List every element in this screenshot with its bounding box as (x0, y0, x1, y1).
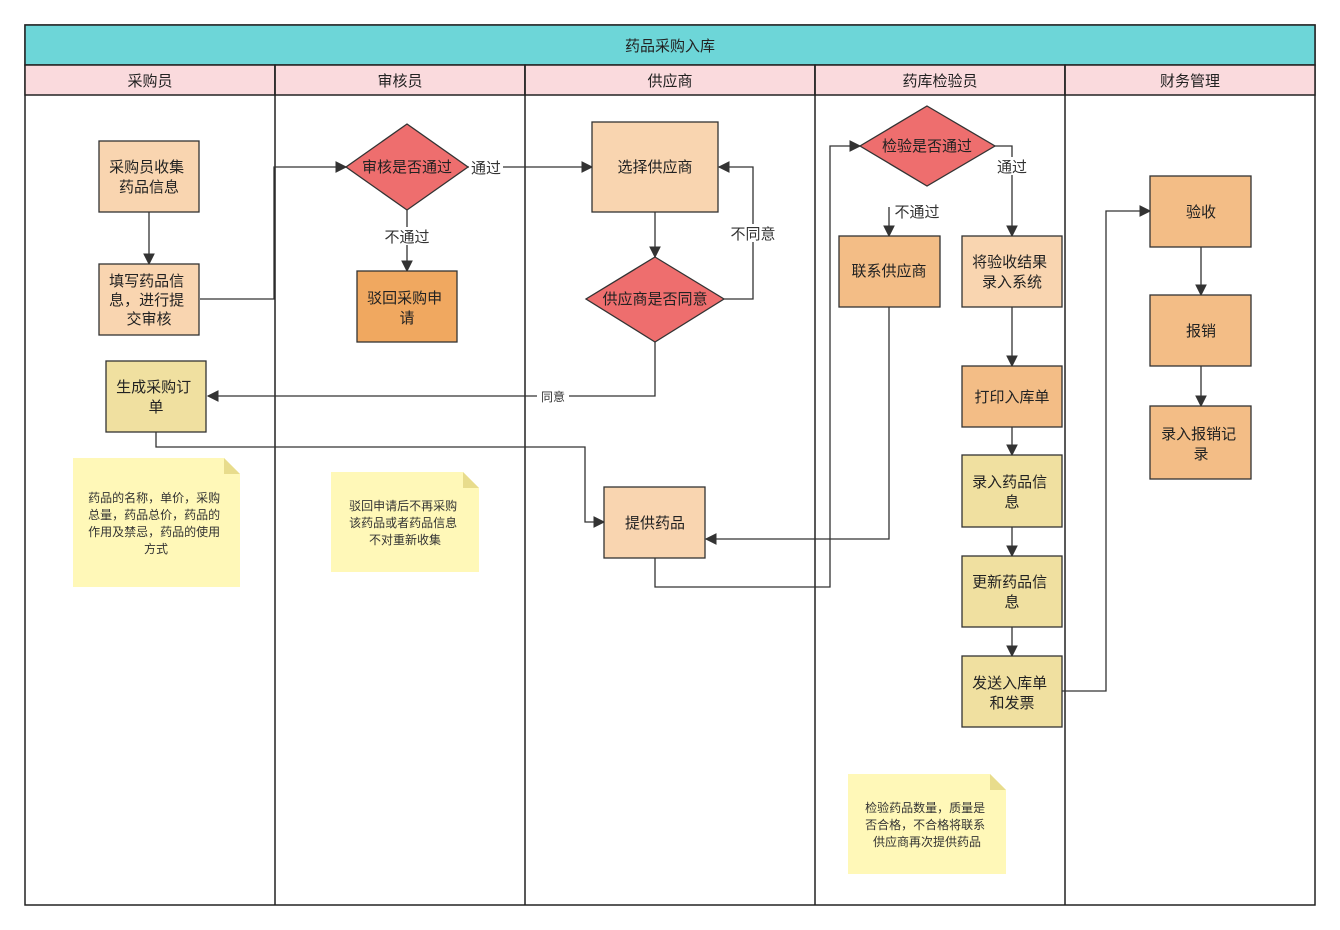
connectors (143, 140, 1207, 692)
node-print-receipt: 打印入库单 (961, 365, 1063, 428)
lane-header-bg-3 (524, 64, 816, 96)
svg-text:供应商是否同意: 供应商是否同意 (602, 290, 707, 308)
edge-label-bg (537, 388, 569, 404)
lane-header-supplier: 供应商 (647, 72, 692, 90)
svg-text:更新药品信 息: 更新药品信 息 (972, 573, 1052, 611)
label-supplier-agree: 同意 (541, 389, 565, 404)
lane-dividers (274, 65, 1066, 905)
decision-review: 审核是否通过 (344, 123, 470, 211)
label-review-fail: 不通过 (384, 228, 429, 246)
node-acceptance: 验收 (1149, 175, 1252, 248)
edge-inspect-enter (995, 145, 1018, 238)
label-review-pass: 通过 (471, 159, 501, 177)
lane-header-finance: 财务管理 (1160, 72, 1220, 90)
edge-label-bg (727, 224, 779, 242)
svg-text:录入药品信 息: 录入药品信 息 (972, 473, 1052, 511)
edge-order-provide (155, 432, 606, 528)
svg-text:将验收结果 录入系统: 将验收结果 录入系统 (972, 253, 1052, 291)
svg-text:选择供应商: 选择供应商 (617, 158, 692, 176)
svg-text:验收: 验收 (1186, 203, 1216, 221)
label-inspect-fail: 不通过 (894, 203, 939, 221)
node-enter-drug-info: 录入药品信 息 (961, 454, 1063, 528)
pool-title: 药品采购入库 (625, 37, 715, 55)
node-select-supplier: 选择供应商 (591, 121, 719, 213)
node-reject: 驳回采购申 请 (356, 270, 458, 343)
edge-contact-provide (704, 307, 890, 545)
note-purchaser-text: 药品的名称，单价，采购 总量，药品总价，药品的 作用及禁忌，药品的使用 方式 (88, 490, 224, 556)
node-enter-result: 将验收结果 录入系统 (961, 235, 1063, 308)
svg-text:采购员收集 药品信息: 采购员收集 药品信息 (109, 158, 189, 196)
lane-header-reviewer: 审核员 (377, 72, 422, 90)
node-collect: 采购员收集 药品信息 (98, 140, 200, 213)
lane-header-row: 采购员 审核员 供应商 药库检验员 财务管理 (24, 64, 1316, 96)
lane-header-inspector: 药库检验员 (902, 72, 977, 90)
label-inspect-pass: 通过 (997, 158, 1027, 176)
node-contact-supplier: 联系供应商 (838, 235, 941, 308)
edge-label-bg (891, 202, 943, 220)
svg-text:联系供应商: 联系供应商 (851, 262, 926, 280)
edge-send-accept (1062, 205, 1152, 692)
decision-supplier-agree: 供应商是否同意 (584, 256, 726, 343)
node-generate-order: 生成采购订 单 (105, 360, 207, 433)
svg-text:驳回采购申 请: 驳回采购申 请 (367, 289, 447, 327)
note-inspector: 检验药品数量，质量是 否合格，不合格将联系 供应商再次提供药品 (848, 774, 1006, 874)
node-record-reimburse: 录入报销记 录 (1149, 405, 1252, 480)
svg-text:填写药品信 息，进行提 交审核: 填写药品信 息，进行提 交审核 (109, 272, 189, 328)
lane-header-bg-5 (1064, 64, 1316, 96)
node-send-receipt: 发送入库单 和发票 (961, 655, 1063, 728)
svg-text:审核是否通过: 审核是否通过 (362, 158, 452, 176)
svg-text:发送入库单 和发票: 发送入库单 和发票 (972, 674, 1052, 712)
decision-inspect: 检验是否通过 (858, 105, 997, 187)
edge-label-bg (469, 158, 503, 176)
edge-label-bg (381, 227, 435, 245)
node-update-drug-info: 更新药品信 息 (961, 555, 1063, 628)
svg-text:检验是否通过: 检验是否通过 (882, 137, 972, 155)
svg-text:报销: 报销 (1186, 322, 1216, 340)
edge-provide-inspect (654, 140, 862, 588)
node-provide-drugs: 提供药品 (603, 486, 706, 559)
lane-header-bg-1 (24, 64, 276, 96)
svg-text:打印入库单: 打印入库单 (974, 388, 1049, 406)
svg-text:录入报销记 录: 录入报销记 录 (1161, 425, 1241, 463)
svg-text:提供药品: 提供药品 (625, 514, 685, 532)
edge-agree-order (206, 342, 656, 402)
node-fill-submit: 填写药品信 息，进行提 交审核 (98, 263, 200, 336)
note-reviewer: 驳回申请后不再采购 该药品或者药品信息 不对重新收集 (331, 472, 479, 572)
note-purchaser: 药品的名称，单价，采购 总量，药品总价，药品的 作用及禁忌，药品的使用 方式 (73, 458, 240, 587)
svg-text:生成采购订 单: 生成采购订 单 (116, 378, 196, 416)
note-inspector-text: 检验药品数量，质量是 否合格，不合格将联系 供应商再次提供药品 (865, 800, 989, 849)
edge-fill-review (200, 161, 348, 300)
edge-label-bg (995, 157, 1029, 175)
node-reimburse: 报销 (1149, 294, 1252, 367)
lane-header-purchaser: 采购员 (127, 72, 172, 90)
note-reviewer-text: 驳回申请后不再采购 该药品或者药品信息 不对重新收集 (349, 498, 461, 547)
label-supplier-disagree: 不同意 (730, 225, 775, 243)
pool-title-bar (24, 24, 1316, 66)
